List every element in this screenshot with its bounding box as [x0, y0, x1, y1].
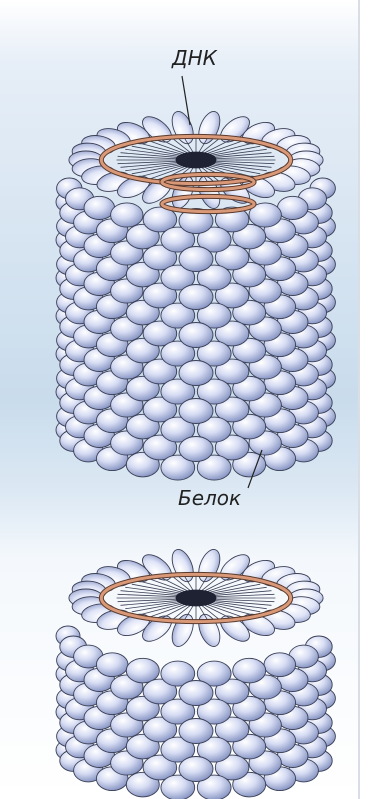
short-capsid-sphere: [126, 658, 159, 683]
long-capsid-central-channel: [176, 152, 217, 169]
long-capsid-cap-sphere: [195, 108, 225, 146]
short-capsid-cap-sphere: [168, 611, 198, 649]
dna-label: ДНК: [172, 46, 217, 70]
page-edge-line: [358, 0, 360, 799]
long-capsid-sphere: [84, 196, 115, 219]
short-capsid-sphere: [179, 719, 213, 744]
short-capsid-cap-sphere: [195, 611, 225, 649]
long-capsid-sphere: [111, 203, 143, 227]
short-capsid-cap-sphere: [195, 546, 225, 584]
short-capsid-cap-sphere: [168, 546, 198, 584]
long-capsid-sphere: [179, 285, 213, 310]
short-capsid-sphere: [233, 658, 266, 683]
short-capsid-central-channel: [176, 590, 217, 607]
short-capsid: [56, 546, 335, 799]
long-capsid-sphere: [179, 399, 213, 424]
long-capsid-sphere: [179, 437, 213, 462]
short-capsid-sphere: [179, 757, 213, 782]
long-capsid-cap-sphere: [168, 108, 198, 146]
long-capsid-cap-sphere: [195, 173, 225, 211]
long-capsid-sphere: [179, 247, 213, 272]
page-margin: [358, 0, 375, 799]
long-capsid-sphere: [179, 361, 213, 386]
protein-label: Белок: [178, 486, 241, 510]
long-capsid: [56, 108, 335, 480]
short-capsid-sphere: [264, 653, 296, 677]
long-capsid-sphere: [277, 196, 308, 219]
short-capsid-sphere: [179, 681, 213, 706]
long-capsid-sphere: [179, 323, 213, 348]
short-capsid-sphere: [96, 653, 128, 677]
